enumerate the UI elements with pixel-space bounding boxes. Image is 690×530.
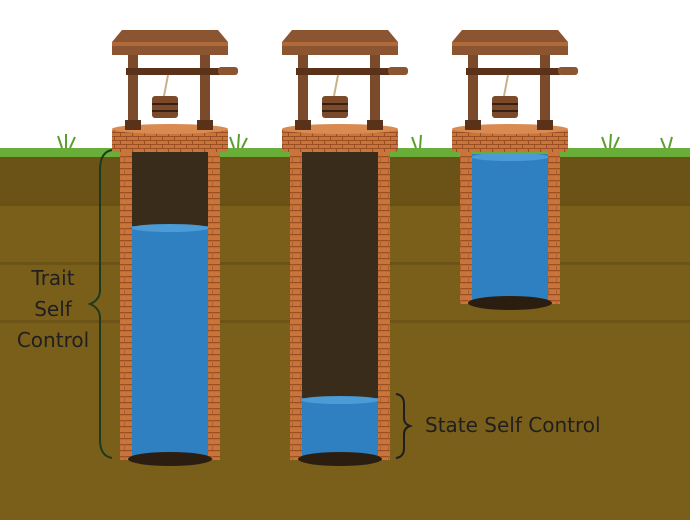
well-middle-wall-right bbox=[378, 150, 390, 460]
well-right-crank bbox=[558, 67, 578, 75]
well-right-water-surface bbox=[471, 153, 549, 161]
well-left-post bbox=[200, 52, 210, 130]
well-left-post bbox=[128, 52, 138, 130]
state-bracket bbox=[395, 393, 414, 459]
well-right-wall-left bbox=[460, 150, 472, 304]
well-left-water bbox=[131, 226, 209, 458]
well-right-bucket-band bbox=[492, 103, 518, 105]
state-label: State Self Control bbox=[425, 413, 601, 437]
well-left-bucket-band bbox=[152, 103, 178, 105]
well-right-post-base bbox=[465, 120, 481, 130]
trait-label-line2: Self bbox=[34, 297, 73, 321]
well-middle-water-surface bbox=[301, 396, 379, 404]
well-right-post bbox=[540, 52, 550, 130]
well-middle-post bbox=[298, 52, 308, 130]
well-middle bbox=[282, 30, 408, 466]
well-middle-water bbox=[301, 398, 379, 458]
bottom-strip bbox=[0, 520, 690, 530]
well-middle-post-base bbox=[367, 120, 383, 130]
well-left-post-base bbox=[197, 120, 213, 130]
well-left-rim bbox=[112, 128, 228, 152]
well-right-crossbar bbox=[466, 68, 560, 75]
well-left-wall-left bbox=[120, 150, 132, 460]
well-right bbox=[452, 30, 578, 310]
trait-label-line3: Control bbox=[17, 328, 89, 352]
well-left-bottom bbox=[128, 452, 212, 466]
well-right-rope bbox=[503, 74, 509, 97]
well-left bbox=[112, 30, 238, 466]
well-left-bucket-band bbox=[152, 110, 178, 112]
well-right-bottom bbox=[468, 296, 552, 310]
well-middle-rim bbox=[282, 128, 398, 152]
well-middle-bucket bbox=[322, 96, 348, 118]
well-middle-crossbar bbox=[296, 68, 390, 75]
well-left-crank bbox=[218, 67, 238, 75]
grass-tufts bbox=[57, 133, 673, 149]
trait-label-line1: Trait bbox=[30, 266, 74, 290]
well-middle-post bbox=[370, 52, 380, 130]
well-right-post bbox=[468, 52, 478, 130]
well-right-bucket bbox=[492, 96, 518, 118]
well-middle-post-base bbox=[295, 120, 311, 130]
well-left-water-surface bbox=[131, 224, 209, 232]
well-right-bucket-band bbox=[492, 110, 518, 112]
well-right-post-base bbox=[537, 120, 553, 130]
well-left-bucket bbox=[152, 96, 178, 118]
well-middle-bottom bbox=[298, 452, 382, 466]
well-right-wall-right bbox=[548, 150, 560, 304]
well-middle-roof-edge bbox=[282, 42, 398, 46]
well-right-roof-edge bbox=[452, 42, 568, 46]
well-left-post-base bbox=[125, 120, 141, 130]
well-right-water bbox=[471, 154, 549, 303]
well-left-crossbar bbox=[126, 68, 220, 75]
well-middle-wall-left bbox=[290, 150, 302, 460]
well-middle-bucket-band bbox=[322, 103, 348, 105]
well-middle-rope bbox=[333, 74, 339, 97]
well-right-rim bbox=[452, 128, 568, 152]
well-left-wall-right bbox=[208, 150, 220, 460]
well-middle-bucket-band bbox=[322, 110, 348, 112]
trait-bracket bbox=[87, 149, 113, 459]
well-left-roof-edge bbox=[112, 42, 228, 46]
well-left-rope bbox=[163, 74, 169, 97]
well-middle-crank bbox=[388, 67, 408, 75]
